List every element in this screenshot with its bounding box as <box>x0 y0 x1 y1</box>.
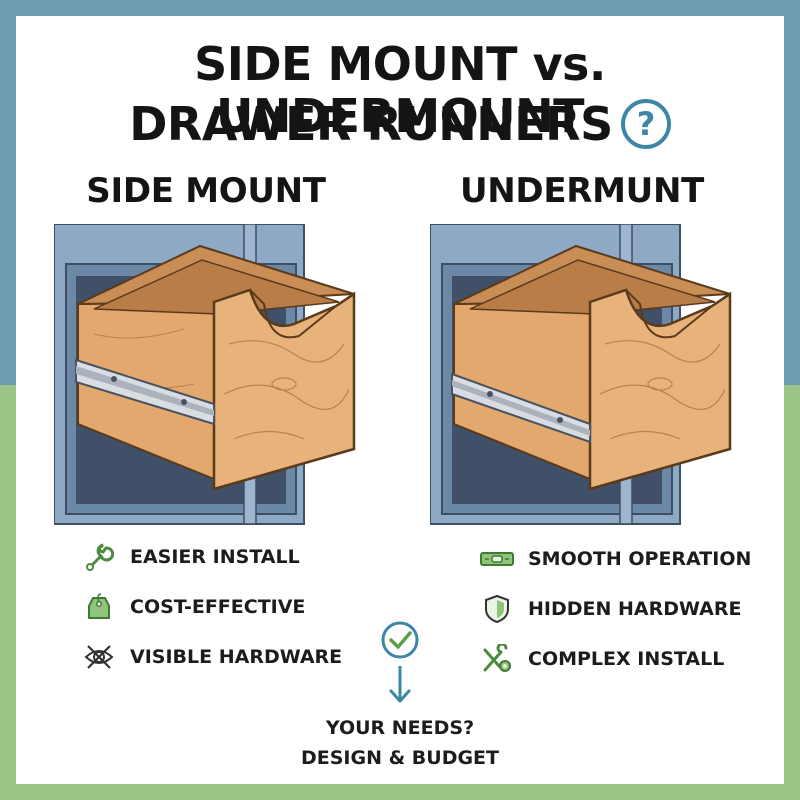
title-line-2-text: DRAWER RUNNERS <box>129 97 613 151</box>
feature-smooth-operation: SMOOTH OPERATION <box>480 544 751 574</box>
price-tag-icon <box>82 592 116 622</box>
feature-label: VISIBLE HARDWARE <box>130 646 343 668</box>
check-circle-icon <box>381 621 419 659</box>
level-icon <box>480 544 514 574</box>
question-circle-icon: ? <box>620 98 671 149</box>
undermount-drawer-illustration <box>430 224 732 525</box>
undermount-heading: UNDERMUNT <box>459 171 705 211</box>
feature-label: COMPLEX INSTALL <box>528 648 725 670</box>
crossed-eye-icon <box>82 642 116 672</box>
wrench-icon <box>82 542 116 572</box>
feature-label: SMOOTH OPERATION <box>528 548 752 570</box>
side-mount-drawer-illustration <box>54 224 356 525</box>
feature-cost-effective: COST-EFFECTIVE <box>82 592 305 622</box>
side-mount-heading: SIDE MOUNT <box>86 171 326 211</box>
feature-visible-hardware: VISIBLE HARDWARE <box>82 642 342 672</box>
title-line-1: SIDE MOUNT vs. UNDERMOUNT <box>194 37 606 143</box>
feature-label: EASIER INSTALL <box>130 546 300 568</box>
feature-easier-install: EASIER INSTALL <box>82 542 300 572</box>
feature-hidden-hardware: HIDDEN HARDWARE <box>480 594 741 624</box>
infographic-panel: SIDE MOUNT vs. UNDERMOUNT DRAWER RUNNERS… <box>16 16 784 784</box>
tools-gear-icon <box>480 644 514 674</box>
conclusion-line-2: DESIGN & BUDGET <box>300 747 499 769</box>
feature-label: COST-EFFECTIVE <box>130 596 306 618</box>
decision-flow-graphic <box>381 621 419 703</box>
shield-icon <box>480 594 514 624</box>
feature-label: HIDDEN HARDWARE <box>528 598 742 620</box>
conclusion-line-1: YOUR NEEDS? <box>325 717 475 739</box>
title-line-2: DRAWER RUNNERS? <box>16 98 784 153</box>
feature-complex-install: COMPLEX INSTALL <box>480 644 724 674</box>
